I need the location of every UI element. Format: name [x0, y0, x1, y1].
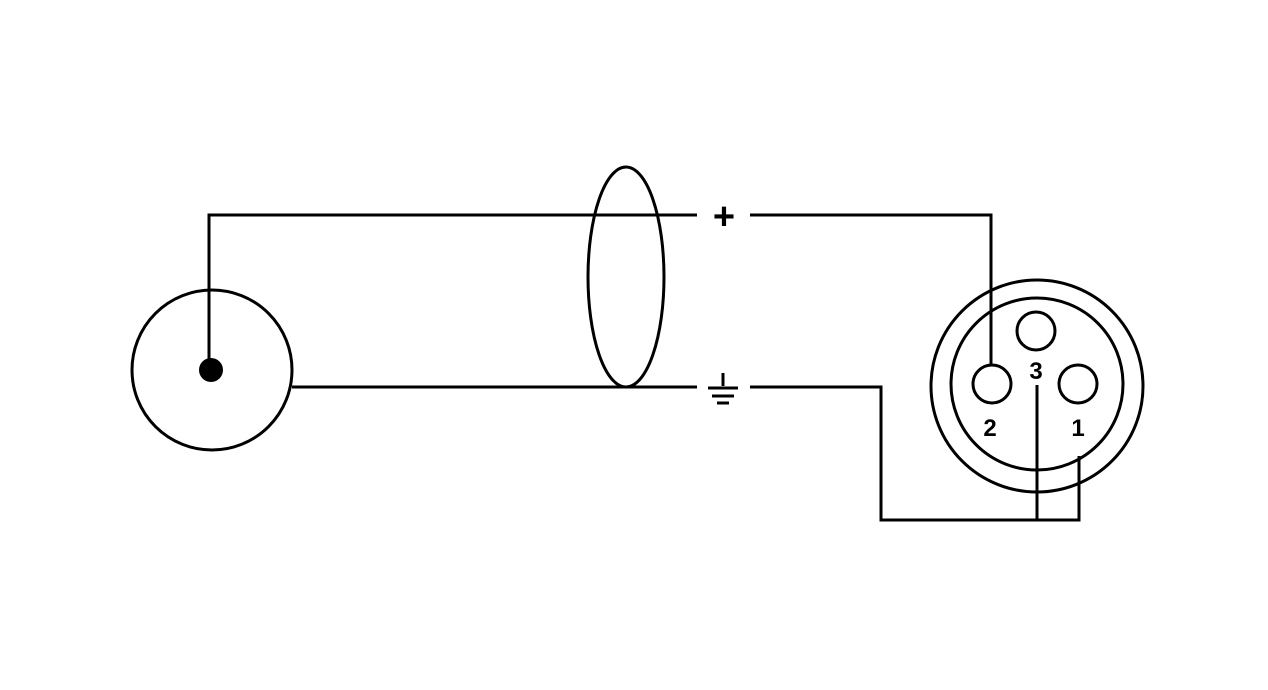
signal-plus-label: +: [713, 196, 735, 238]
pin-1-label: 1: [1071, 415, 1084, 442]
xlr-outer-ring: [929, 278, 1145, 494]
rca-connector-body: [130, 288, 294, 452]
pin-2-label: 2: [983, 415, 996, 442]
xlr-pin-1: [1057, 363, 1099, 405]
xlr-pin-2: [971, 363, 1013, 405]
signal-wire-right: [750, 213, 993, 366]
xlr-inner-ring: [949, 296, 1125, 472]
xlr-pin-3: [1015, 310, 1057, 352]
ground-icon: [708, 373, 738, 405]
cable-shield: [586, 165, 666, 389]
pin-3-label: 3: [1029, 358, 1042, 385]
rca-center-pin: [199, 358, 223, 382]
ground-wire-right: [750, 385, 1081, 522]
signal-wire-left: [207, 213, 697, 370]
